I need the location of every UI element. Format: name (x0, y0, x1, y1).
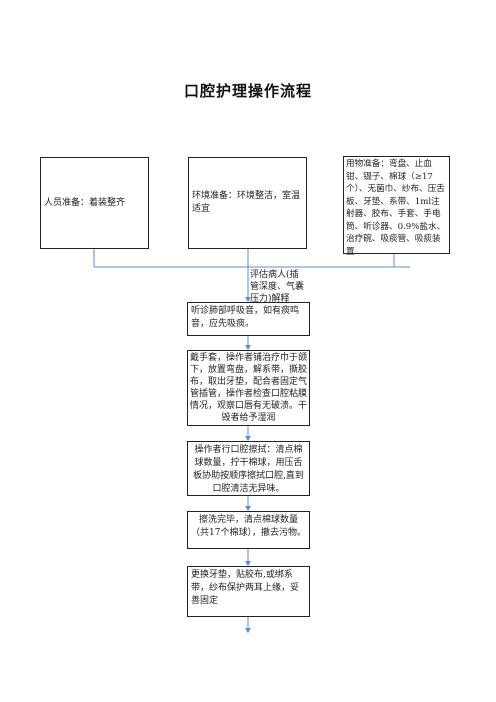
step-text-2: 戴手套，操作者铺治疗巾于颌下，放置弯盘，解系带，撕胶布，取出牙垫，配合者固定气管… (190, 353, 308, 423)
environment-prep-text: 环境准备：环境整洁，室温适宜 (192, 191, 301, 214)
page-title: 口腔护理操作流程 (183, 82, 312, 100)
step-text-4: 擦洗完毕，清点棉球数量（共17个棉球），撤去污物。 (191, 515, 306, 538)
step-box-1: 听诊肺部呼吸音，如有痰鸣音，应先吸痰。 (187, 302, 310, 336)
step-text-5: 更换牙垫，贴胶布,或绑系带，纱布保护两耳上缘，妥善固定 (191, 570, 300, 606)
step-box-4: 擦洗完毕，清点棉球数量（共17个棉球），撤去污物。 (187, 511, 310, 549)
step-box-2: 戴手套，操作者铺治疗巾于颌下，放置弯盘，解系带，撕胶布，取出牙垫，配合者固定气管… (187, 350, 310, 426)
step-box-5: 更换牙垫，贴胶布,或绑系带，纱布保护两耳上缘，妥善固定 (187, 566, 310, 617)
environment-prep-box: 环境准备：环境整洁，室温适宜 (188, 157, 307, 249)
step-box-3: 操作者行口腔擦拭：清点棉球数量，拧干棉球，用压舌板协助按顺序擦拭口腔,直到口腔清… (187, 441, 310, 496)
step-text-1: 听诊肺部呼吸音，如有痰鸣音，应先吸痰。 (191, 306, 300, 329)
supplies-prep-text: 用物准备：弯盘、止血钳、镊子、棉球（≥17个）、无菌巾、纱布、压舌板、牙垫、系带… (346, 159, 446, 257)
supplies-prep-box: 用物准备：弯盘、止血钳、镊子、棉球（≥17个）、无菌巾、纱布、压舌板、牙垫、系带… (343, 156, 450, 257)
personnel-prep-box: 人员准备：着装整齐 (40, 157, 149, 249)
personnel-prep-text: 人员准备：着装整齐 (44, 197, 126, 208)
assess-note: 评估病人(插管深度、气囊压力)解释 (250, 270, 305, 304)
step-text-3: 操作者行口腔擦拭：清点棉球数量，拧干棉球，用压舌板协助按顺序擦拭口腔,直到口腔清… (193, 445, 304, 494)
